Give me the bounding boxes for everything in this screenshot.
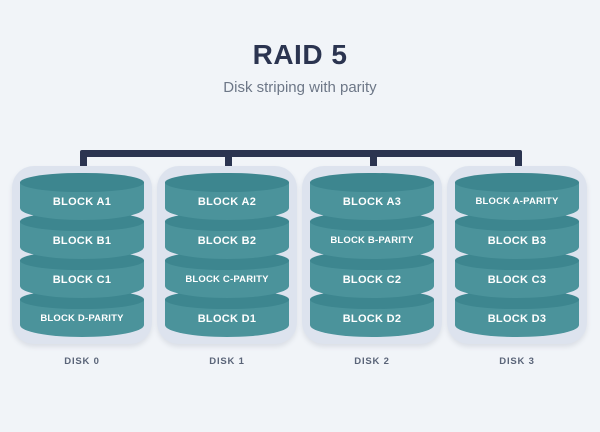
block-list: BLOCK A1 BLOCK B1 BLOCK C1 BLOCK D-PARITY bbox=[20, 173, 144, 337]
cylinder-top-ellipse bbox=[20, 173, 144, 192]
page-subtitle: Disk striping with parity bbox=[223, 79, 377, 96]
cylinder-top-ellipse bbox=[310, 173, 434, 192]
page-title: RAID 5 bbox=[252, 39, 348, 70]
bus-bar bbox=[80, 150, 522, 157]
parity-block[interactable]: BLOCK A-PARITY bbox=[455, 173, 579, 220]
block-label: BLOCK C2 bbox=[342, 274, 402, 286]
block-label: BLOCK C1 bbox=[52, 274, 112, 286]
block-label: BLOCK A-PARITY bbox=[475, 196, 559, 207]
parity-block[interactable]: BLOCK C-PARITY bbox=[165, 251, 289, 298]
block-label: BLOCK B2 bbox=[197, 235, 257, 247]
block-label: BLOCK D2 bbox=[342, 313, 402, 325]
disk-array: BLOCK A1 BLOCK B1 BLOCK C1 BLOCK D-PARITY DI… bbox=[0, 166, 600, 386]
block-label: BLOCK B3 bbox=[487, 235, 547, 247]
block-label: BLOCK D1 bbox=[197, 313, 257, 325]
cylinder-top-ellipse bbox=[165, 173, 289, 192]
cylinder-top-ellipse bbox=[455, 173, 579, 192]
disk-shell: BLOCK A1 BLOCK B1 BLOCK C1 BLOCK D-PARITY bbox=[12, 166, 152, 344]
block-label: BLOCK D-PARITY bbox=[40, 313, 124, 324]
disk-shell: BLOCK A2 BLOCK B2 BLOCK C-PARITY BLOCK D1 bbox=[157, 166, 297, 344]
block-list: BLOCK A3 BLOCK B-PARITY BLOCK C2 BLOCK D2 bbox=[310, 173, 434, 337]
block-label: BLOCK C-PARITY bbox=[185, 274, 269, 285]
block-label: BLOCK D3 bbox=[487, 313, 547, 325]
disk-label: DISK 0 bbox=[64, 356, 100, 367]
block-label: BLOCK A1 bbox=[52, 196, 112, 208]
block-label: BLOCK B1 bbox=[52, 235, 112, 247]
block-list: BLOCK A-PARITY BLOCK B3 BLOCK C3 BLOCK D3 bbox=[455, 173, 579, 337]
disk-label: DISK 2 bbox=[354, 356, 390, 367]
data-block[interactable]: BLOCK A1 bbox=[20, 173, 144, 220]
disk-label: DISK 3 bbox=[499, 356, 535, 367]
data-block[interactable]: BLOCK A2 bbox=[165, 173, 289, 220]
diagram-header: RAID 5 Disk striping with parity bbox=[0, 38, 600, 98]
data-block[interactable]: BLOCK A3 bbox=[310, 173, 434, 220]
disk-shell: BLOCK A3 BLOCK B-PARITY BLOCK C2 BLOCK D2 bbox=[302, 166, 442, 344]
disk-label: DISK 1 bbox=[209, 356, 245, 367]
block-list: BLOCK A2 BLOCK B2 BLOCK C-PARITY BLOCK D1 bbox=[165, 173, 289, 337]
disk-stack-3[interactable]: BLOCK A-PARITY BLOCK B3 BLOCK C3 BLOCK D3 DI… bbox=[447, 166, 587, 367]
block-label: BLOCK B-PARITY bbox=[330, 235, 414, 246]
block-label: BLOCK A3 bbox=[342, 196, 402, 208]
block-label: BLOCK A2 bbox=[197, 196, 257, 208]
disk-stack-0[interactable]: BLOCK A1 BLOCK B1 BLOCK C1 BLOCK D-PARITY DI… bbox=[12, 166, 152, 367]
disk-stack-2[interactable]: BLOCK A3 BLOCK B-PARITY BLOCK C2 BLOCK D2 DI… bbox=[302, 166, 442, 367]
disk-stack-1[interactable]: BLOCK A2 BLOCK B2 BLOCK C-PARITY BLOCK D1 DI… bbox=[157, 166, 297, 367]
block-label: BLOCK C3 bbox=[487, 274, 547, 286]
disk-shell: BLOCK A-PARITY BLOCK B3 BLOCK C3 BLOCK D3 bbox=[447, 166, 587, 344]
